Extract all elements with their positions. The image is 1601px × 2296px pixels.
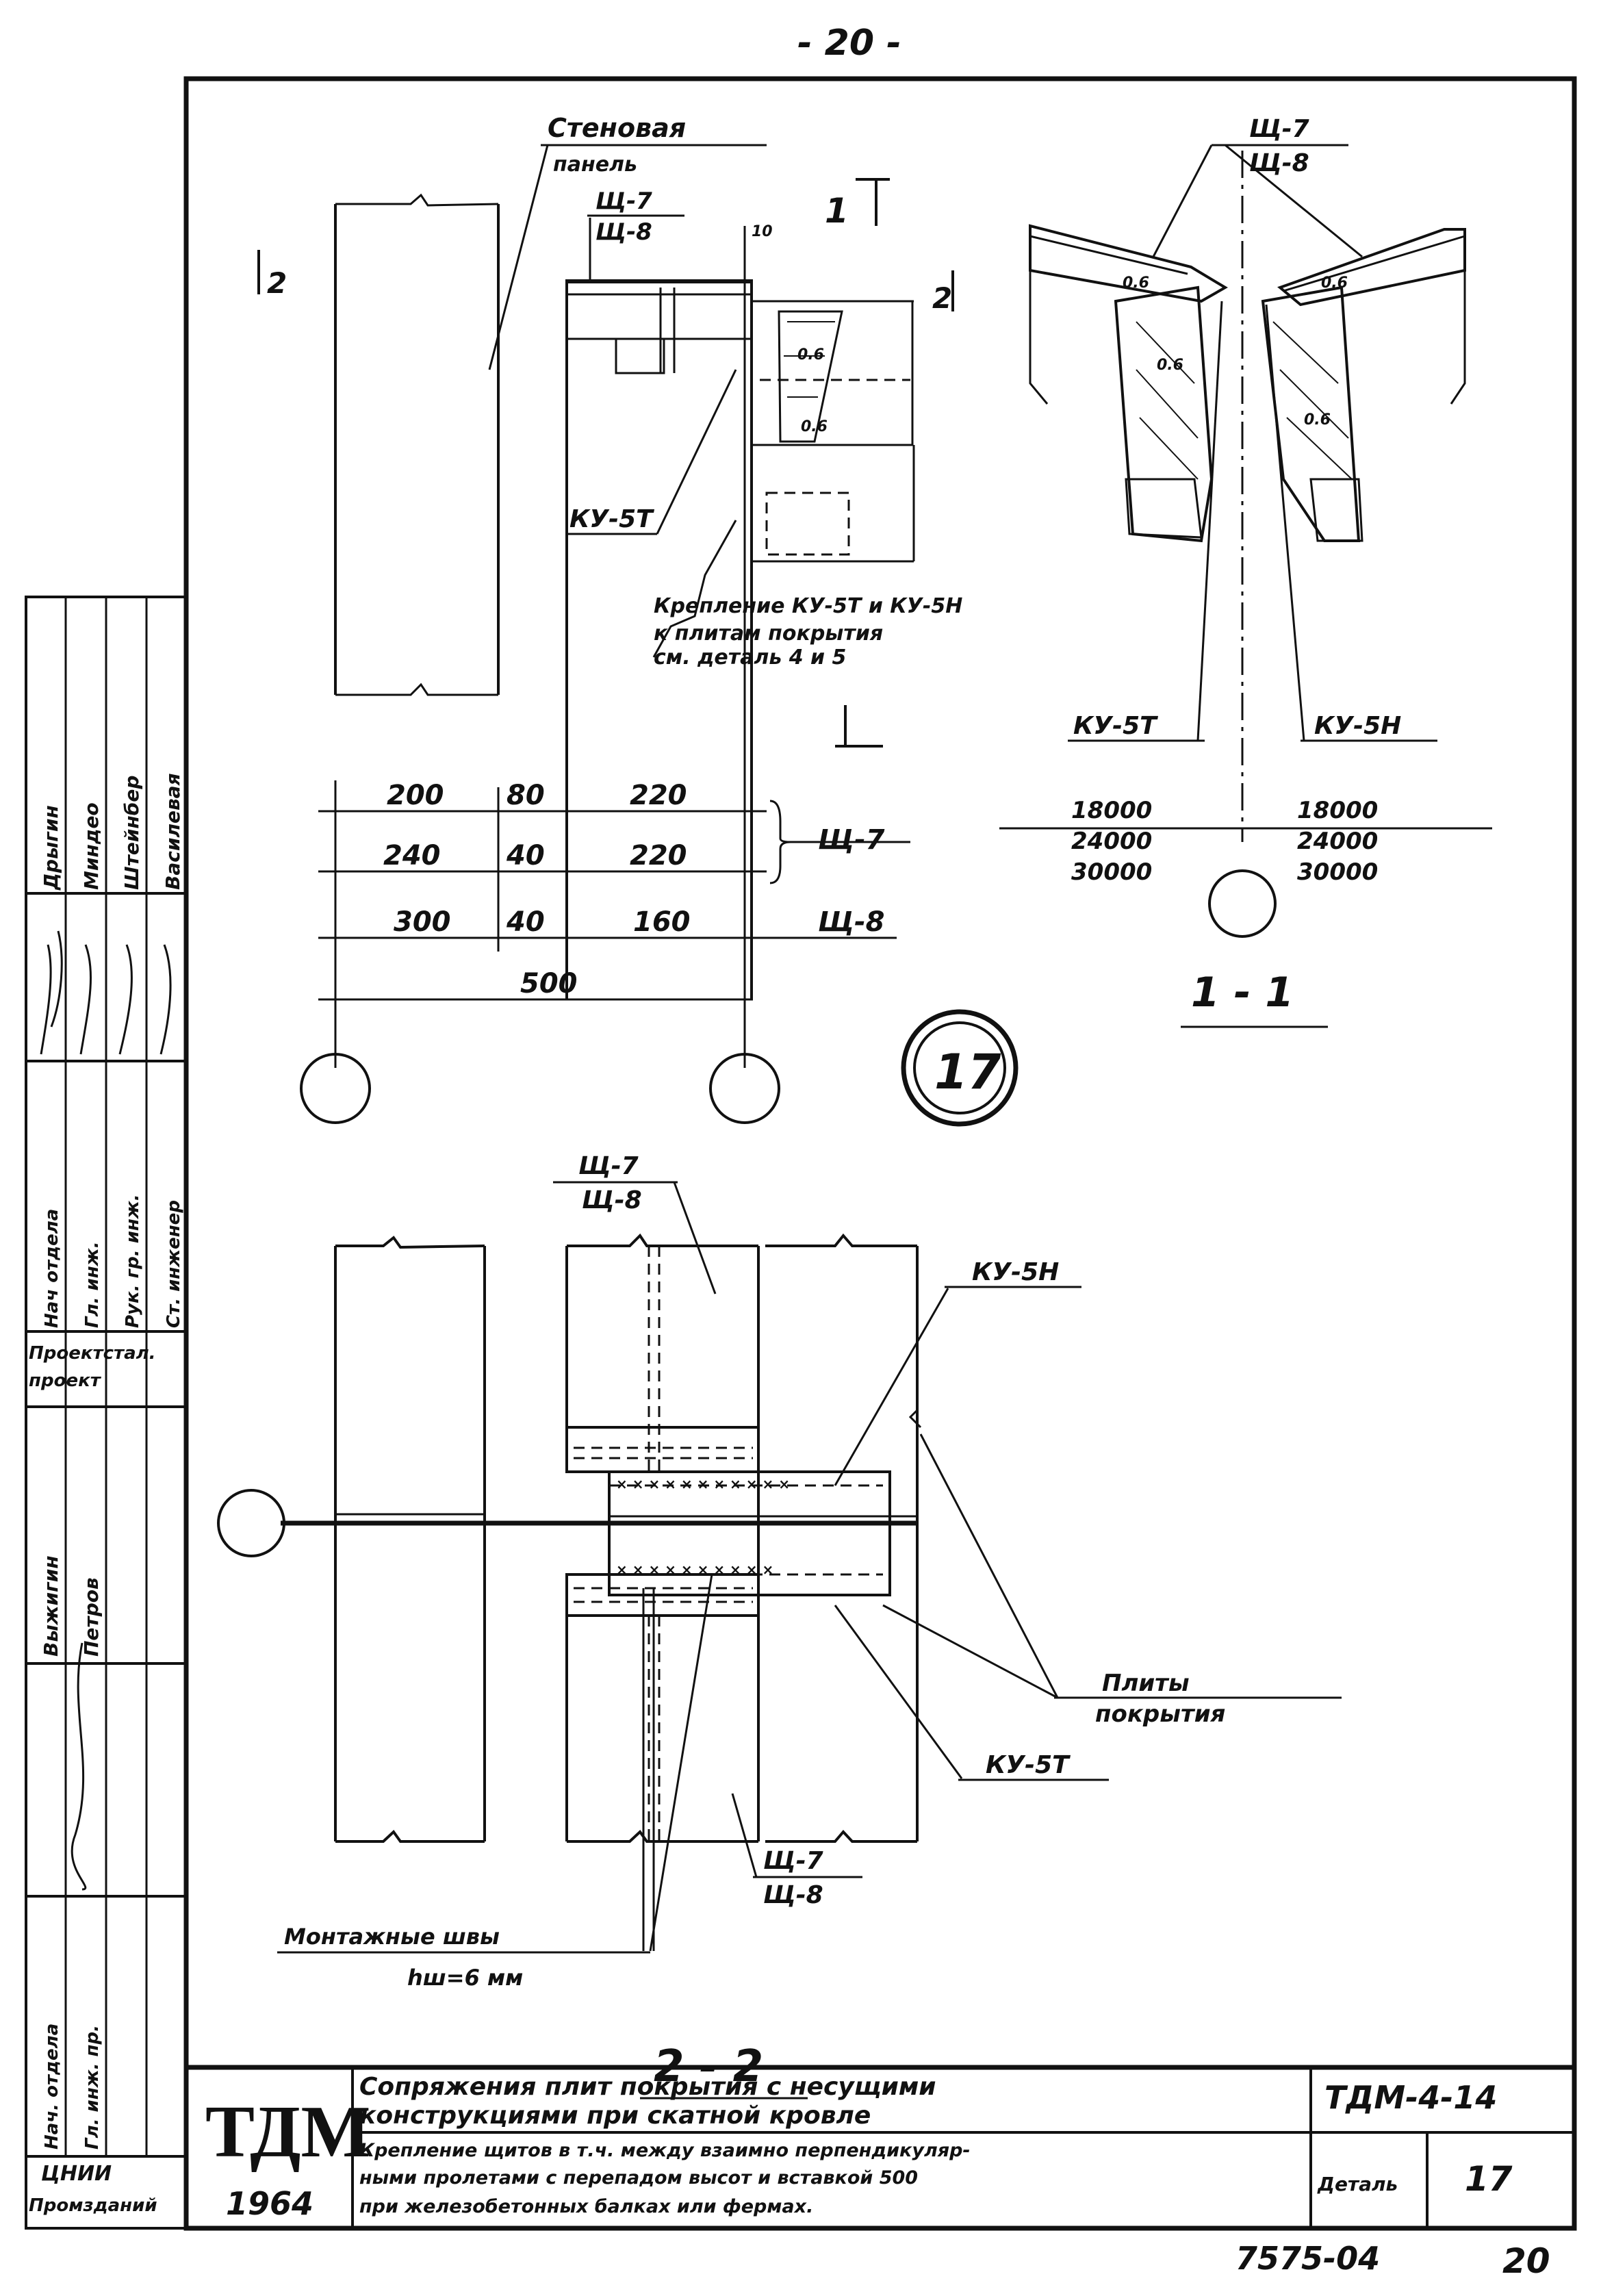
detail-label: Деталь <box>1317 2173 1398 2195</box>
s11-right-span-3: 30000 <box>1297 858 1378 886</box>
title-block: ТДМ 1964 Сопряжения плит покрытия с несу… <box>186 2065 1574 2228</box>
side-stamp: Дрыгин Миндео Штейнбер Василевая Нач отд… <box>25 596 188 2230</box>
svg-text:Рук. гр. инж.: Рук. гр. инж. <box>123 1194 143 1328</box>
wall-panel-label-1: Стеновая <box>548 113 686 143</box>
detail-number: 17 <box>1465 2159 1513 2199</box>
svg-text:0.6: 0.6 <box>1157 357 1183 374</box>
s11-left-span-1: 18000 <box>1071 797 1152 824</box>
shield-top-2: Щ-8 <box>595 218 652 246</box>
stamp-bottom-1: ЦНИИ <box>41 2162 112 2186</box>
dim-r2-b: 40 <box>506 840 545 871</box>
dim-r1-a: 200 <box>387 780 444 811</box>
dim-r3-a: 300 <box>394 906 451 938</box>
logo: ТДМ <box>205 2091 370 2173</box>
dim-r3-b: 40 <box>506 906 545 938</box>
fastening-note-1: Крепление КУ-5Т и КУ-5Н <box>654 594 962 618</box>
s11-right-span-2: 24000 <box>1297 828 1378 855</box>
detail-marker: 17 <box>901 1009 1019 1127</box>
dim-r1-b: 80 <box>507 780 545 811</box>
section-1-1: Щ-7 Щ-8 0.6 0.6 0.6 0.6 КУ-5Т КУ <box>999 115 1492 1028</box>
svg-text:Дрыгин: Дрыгин <box>40 805 62 891</box>
page-number: - 20 - <box>797 23 901 64</box>
svg-text:0.6: 0.6 <box>1321 275 1348 292</box>
svg-text:Петров: Петров <box>80 1577 103 1657</box>
s22-ku5n: КУ-5Н <box>972 1258 1059 1286</box>
title-line-1: Сопряжения плит покрытия с несущими <box>359 2073 936 2101</box>
ten-label: 10 <box>752 223 773 240</box>
desc-line-2: ными пролетами с перепадом высот и встав… <box>359 2167 918 2189</box>
desc-line-3: при железобетонных балках или фермах. <box>359 2196 813 2217</box>
svg-text:Штейнбер: Штейнбер <box>120 776 143 890</box>
s11-left-span-2: 24000 <box>1071 828 1152 855</box>
svg-text:Ст. инженер: Ст. инженер <box>164 1200 184 1328</box>
section-mark-2-right: 2 <box>932 281 952 315</box>
s11-ku5t: КУ-5Т <box>1073 712 1158 740</box>
svg-text:0.6: 0.6 <box>797 346 824 363</box>
s22-bottom-1: Щ-7 <box>763 1847 823 1875</box>
svg-text:Миндео: Миндео <box>80 802 103 890</box>
elevation-view: Стеновая панель 2 Щ-7 Щ-8 0.6 0.6 <box>257 113 962 1124</box>
sheet-frame <box>183 76 1577 2231</box>
axis-bubble-1 <box>300 1053 371 1124</box>
dim-total: 500 <box>520 968 578 999</box>
s11-ku5n: КУ-5Н <box>1314 712 1401 740</box>
dim-r2-c: 220 <box>630 840 687 871</box>
dim-r3-c: 160 <box>633 906 691 938</box>
s22-plates-2: покрытия <box>1095 1700 1225 1728</box>
wall-panel-label-2: панель <box>553 153 637 177</box>
desc-line-1: Крепление щитов в т.ч. между взаимно пер… <box>359 2140 971 2161</box>
s11-top-1: Щ-7 <box>1249 115 1309 143</box>
shield-row-7: Щ-7 <box>818 824 885 856</box>
ku5t-label-elev: КУ-5Т <box>569 505 654 533</box>
axis-bubble-2 <box>709 1053 780 1124</box>
title-line-2: конструкциями при скатной кровле <box>359 2102 871 2130</box>
dim-r2-a: 240 <box>383 840 441 871</box>
s22-weld-label: Монтажные швы <box>284 1924 500 1950</box>
svg-text:Нач. отдела: Нач. отдела <box>42 2024 62 2150</box>
stamp-org-2: проект <box>29 1370 102 1391</box>
stamp-bottom-2: Промзданий <box>29 2195 157 2216</box>
s22-bottom-2: Щ-8 <box>763 1881 823 1909</box>
svg-text:Василевая: Василевая <box>162 773 184 890</box>
stamp-org-1: Проектстал. <box>29 1343 156 1364</box>
s11-right-span-1: 18000 <box>1297 797 1378 824</box>
shield-row-8: Щ-8 <box>818 906 884 938</box>
svg-text:0.6: 0.6 <box>801 418 828 435</box>
s22-top-2: Щ-8 <box>582 1186 642 1214</box>
svg-text:× × × × × × × × × ×: × × × × × × × × × × <box>616 1561 773 1578</box>
dim-r1-c: 220 <box>630 780 687 811</box>
year: 1964 <box>226 2185 313 2222</box>
svg-text:0.6: 0.6 <box>1123 275 1149 292</box>
doc-number: 7575-04 <box>1235 2240 1380 2277</box>
s22-ku5t: КУ-5Т <box>986 1751 1071 1779</box>
svg-text:17: 17 <box>934 1044 1001 1100</box>
section-mark-2-left: 2 <box>267 266 287 300</box>
s11-title: 1 - 1 <box>1191 969 1294 1017</box>
series: ТДМ-4-14 <box>1324 2079 1497 2116</box>
svg-text:Нач отдела: Нач отдела <box>42 1209 62 1328</box>
s22-plates-1: Плиты <box>1102 1670 1190 1697</box>
s22-weld-size: hш=6 мм <box>407 1965 523 1991</box>
svg-text:× × × × × × × × × × ×: × × × × × × × × × × × <box>616 1476 790 1492</box>
shield-top-1: Щ-7 <box>595 188 652 215</box>
s22-top-1: Щ-7 <box>578 1152 639 1180</box>
sheet-number: 20 <box>1502 2241 1550 2281</box>
fastening-note-2: к плитам покрытия <box>654 622 883 646</box>
section-mark-1-top: 1 <box>825 191 849 231</box>
section-2-2: Щ-7 Щ-8 × × × × × × × × × × × <box>217 1152 1342 2100</box>
svg-text:Гл. инж.: Гл. инж. <box>82 1242 103 1328</box>
svg-text:Гл. инж. пр.: Гл. инж. пр. <box>82 2025 103 2150</box>
s11-left-span-3: 30000 <box>1071 858 1152 886</box>
fastening-note-3: см. деталь 4 и 5 <box>654 646 846 669</box>
svg-text:Выжигин: Выжигин <box>40 1555 62 1657</box>
svg-text:0.6: 0.6 <box>1304 411 1331 429</box>
